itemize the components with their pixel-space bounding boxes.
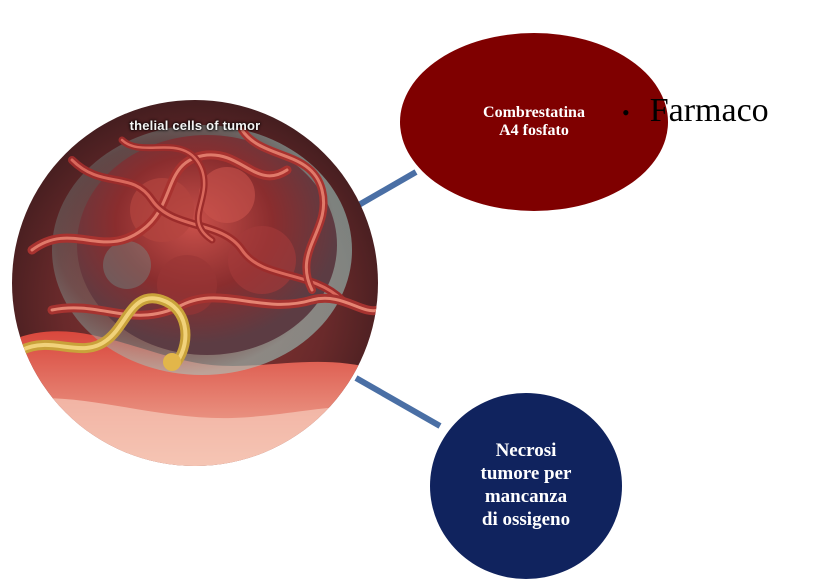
- bullet-label: Farmaco: [650, 92, 769, 129]
- tumor-vessels-image: thelial cells of tumor: [12, 100, 378, 466]
- bullet-symbol: •: [622, 100, 630, 126]
- necrosis-node-label: Necrosi tumore per mancanza di ossigeno: [469, 440, 584, 531]
- drug-node-label: Combrestatina A4 fosfato: [471, 104, 597, 141]
- tumor-illustration: [12, 100, 378, 466]
- connector-to-drug: [357, 172, 416, 206]
- connector-to-necrosis: [356, 378, 440, 426]
- necrosis-node: Necrosi tumore per mancanza di ossigeno: [430, 393, 622, 579]
- image-caption: thelial cells of tumor: [12, 118, 378, 133]
- bullet-farmaco: • Farmaco: [622, 92, 769, 130]
